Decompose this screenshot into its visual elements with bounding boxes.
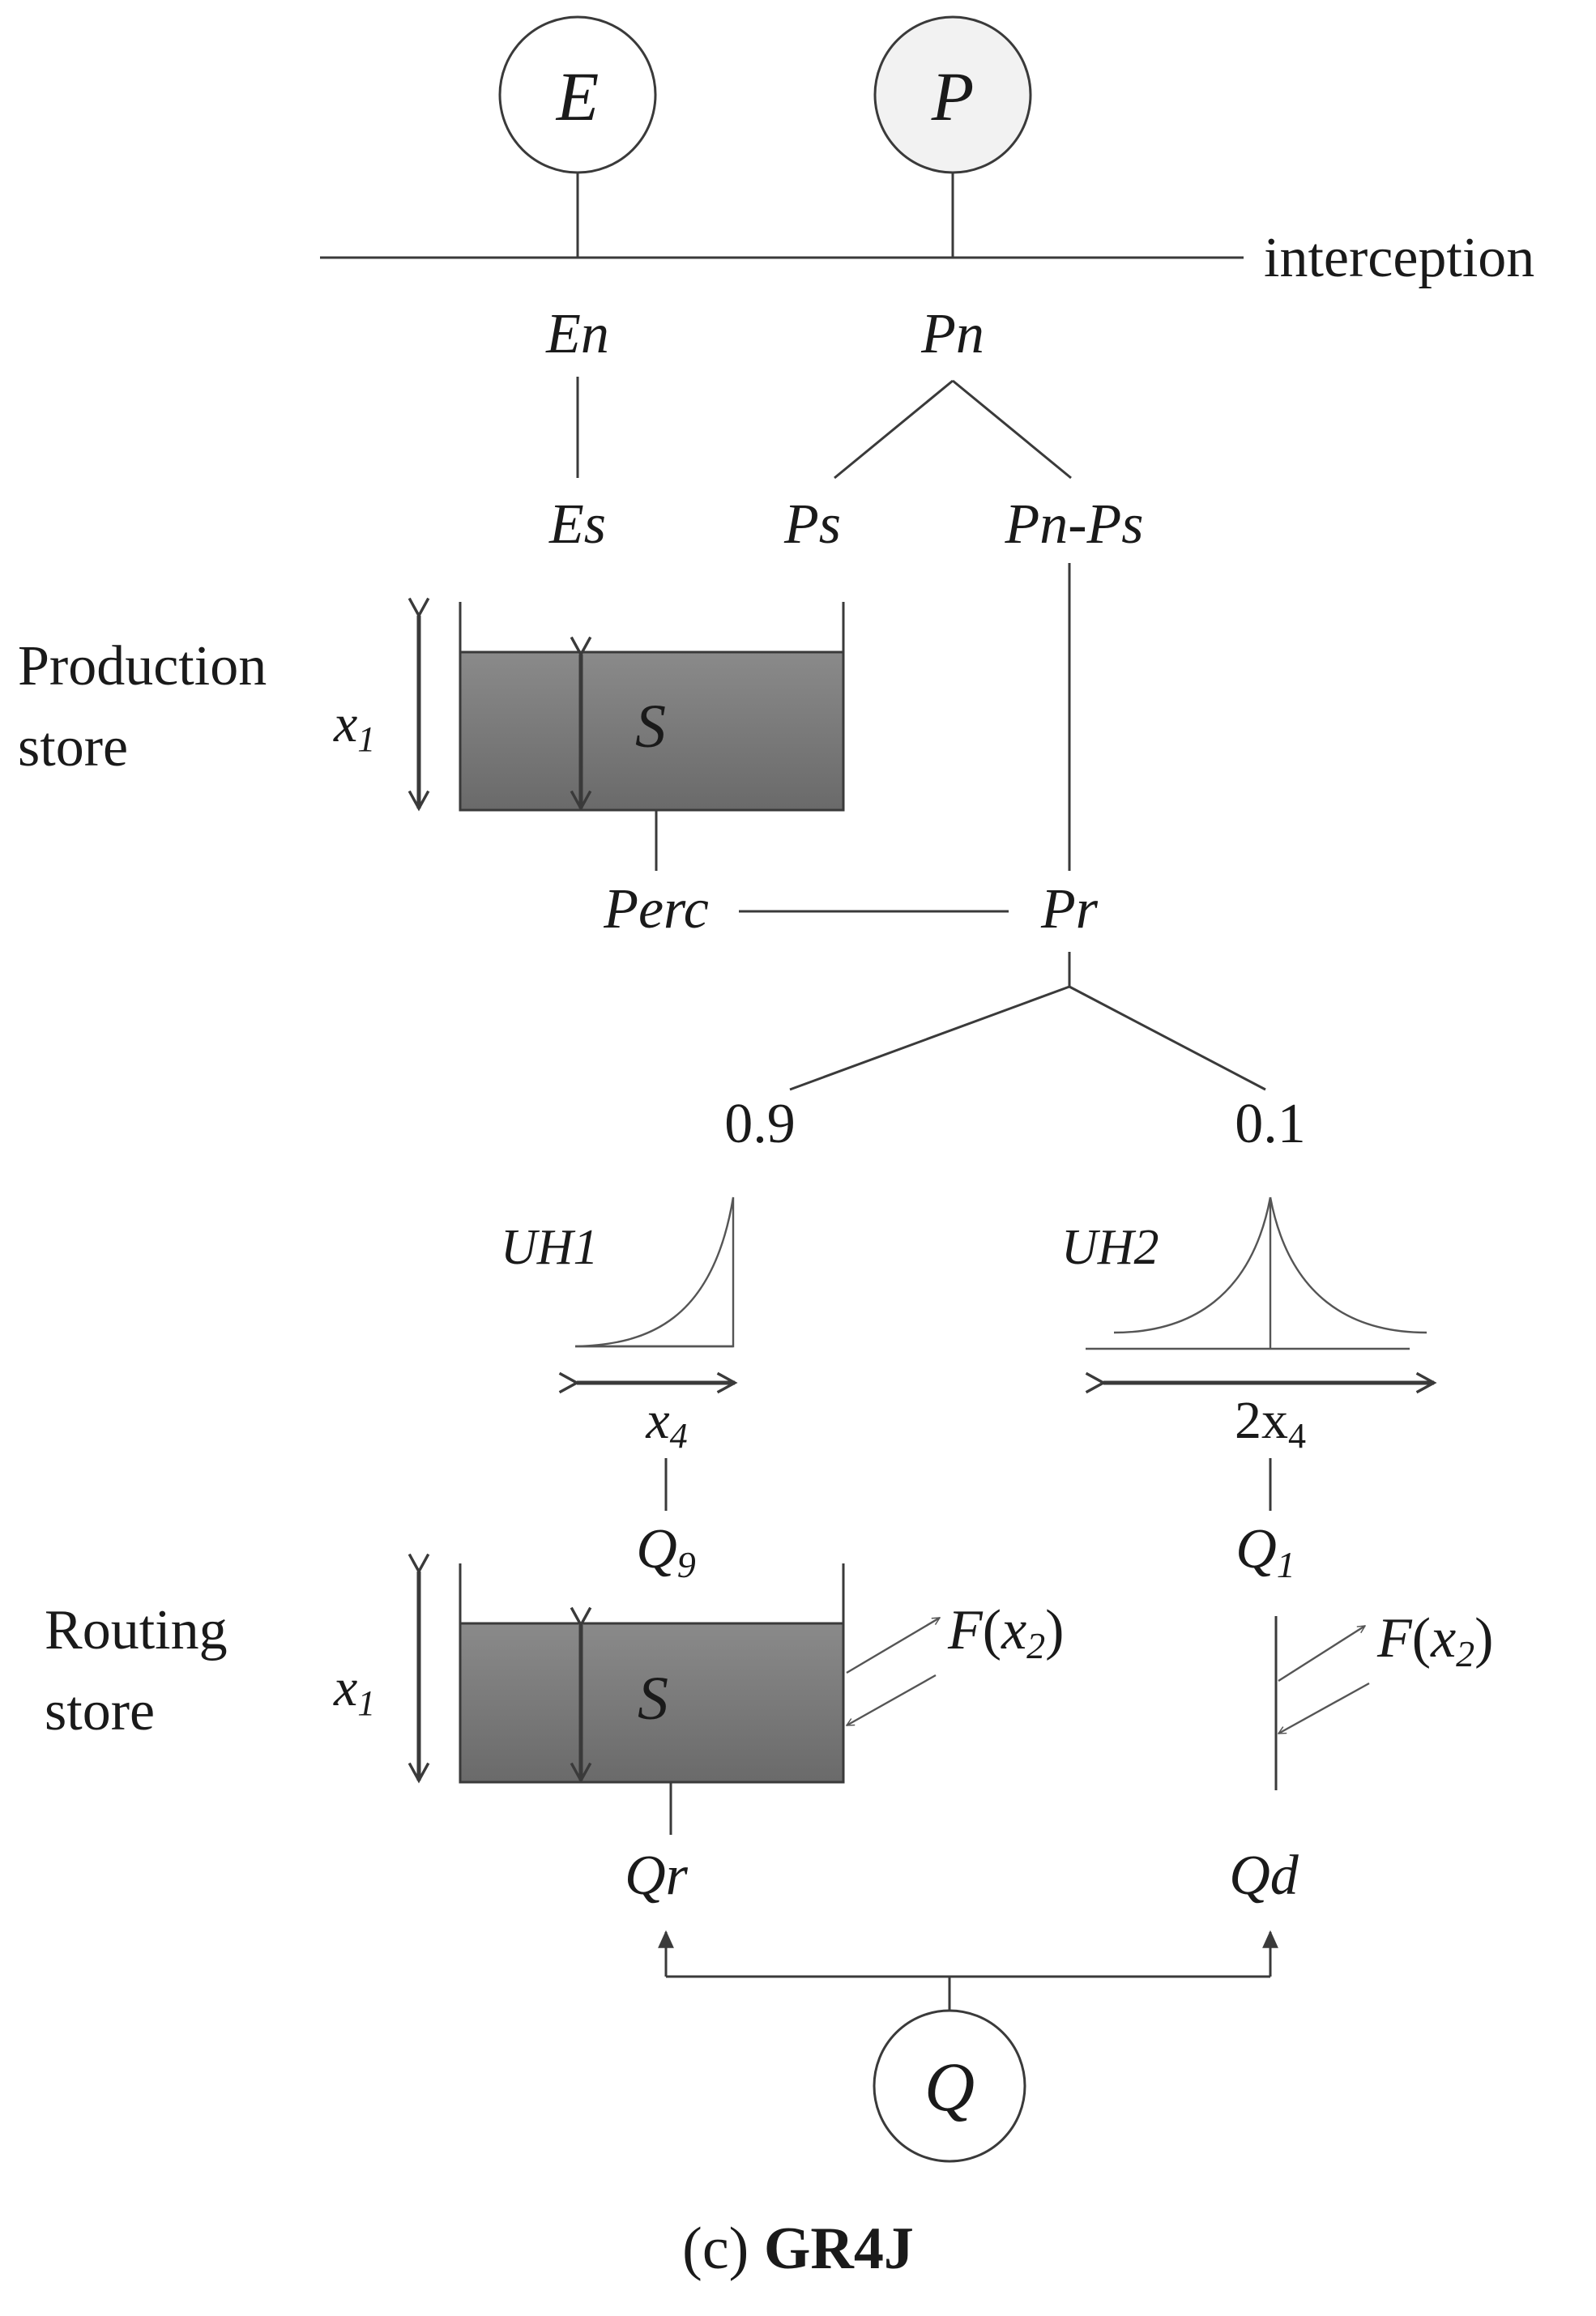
production-store-label-line2: store <box>18 716 128 778</box>
pn-ps-line <box>834 379 954 480</box>
discharge-label: Q <box>924 2048 975 2126</box>
routing-exchange-in-arrow <box>847 1674 937 1727</box>
uh2-curve-right <box>1269 1196 1427 1334</box>
direct-exchange-label: F(x2) <box>1376 1607 1493 1674</box>
routing-store-water <box>460 1623 843 1782</box>
discharge-node: Q <box>873 2009 1026 2163</box>
q9-label: Q9 <box>636 1518 696 1585</box>
ps-label: Ps <box>783 493 841 556</box>
en-label: En <box>545 303 609 365</box>
pr-to-01-line <box>1069 985 1266 1091</box>
figure-caption: (c) GR4J <box>682 2216 914 2282</box>
q1-label: Q1 <box>1235 1518 1295 1585</box>
uh1-hydrograph: UH1 x4 <box>501 1196 738 1456</box>
routing-exchange-label: F(x2) <box>947 1599 1064 1666</box>
evaporation-node: E <box>498 15 657 174</box>
qd-label: Qd <box>1229 1845 1299 1907</box>
perc-label: Perc <box>603 878 709 940</box>
precipitation-node: P <box>873 15 1032 174</box>
precipitation-label: P <box>931 58 975 135</box>
routing-exchange-out-arrow <box>846 1616 940 1674</box>
routing-store-s-label: S <box>638 1665 668 1733</box>
qr-label: Qr <box>625 1845 689 1907</box>
pr-to-09-line <box>789 985 1070 1091</box>
interception-label: interception <box>1264 227 1534 289</box>
production-store-s-label: S <box>635 693 666 761</box>
uh2-hydrograph: UH2 2x4 <box>1061 1196 1437 1456</box>
routing-store-x1-label: x1 <box>333 1658 375 1723</box>
direct-exchange-out-arrow <box>1278 1624 1365 1683</box>
pn-label: Pn <box>920 303 984 365</box>
uh2-base-label: 2x4 <box>1235 1391 1306 1456</box>
discharge-node-circle <box>873 2009 1026 2163</box>
uh1-label: UH1 <box>501 1220 599 1275</box>
production-store: Production store x1 S <box>18 597 845 812</box>
uh1-curve <box>574 1196 735 1348</box>
production-store-x1-label: x1 <box>333 694 375 759</box>
direct-exchange-in-arrow <box>1278 1682 1370 1735</box>
es-label: Es <box>548 493 606 556</box>
pnps-label: Pn-Ps <box>1004 493 1143 556</box>
uh2-curve-left <box>1113 1196 1272 1334</box>
production-store-label-line1: Production <box>18 635 267 697</box>
split-right-value: 0.1 <box>1235 1093 1306 1155</box>
uh2-label: UH2 <box>1061 1220 1159 1275</box>
routing-store: Routing store x1 S F(x2) <box>45 1553 1064 1784</box>
routing-store-label-line1: Routing <box>45 1599 228 1661</box>
evaporation-label: E <box>555 58 600 135</box>
uh1-base-label: x4 <box>645 1391 687 1456</box>
routing-store-label-line2: store <box>45 1680 155 1742</box>
pr-label: Pr <box>1040 878 1099 940</box>
split-left-value: 0.9 <box>724 1093 796 1155</box>
pn-pnps-line <box>952 379 1072 480</box>
production-store-water <box>460 652 843 810</box>
